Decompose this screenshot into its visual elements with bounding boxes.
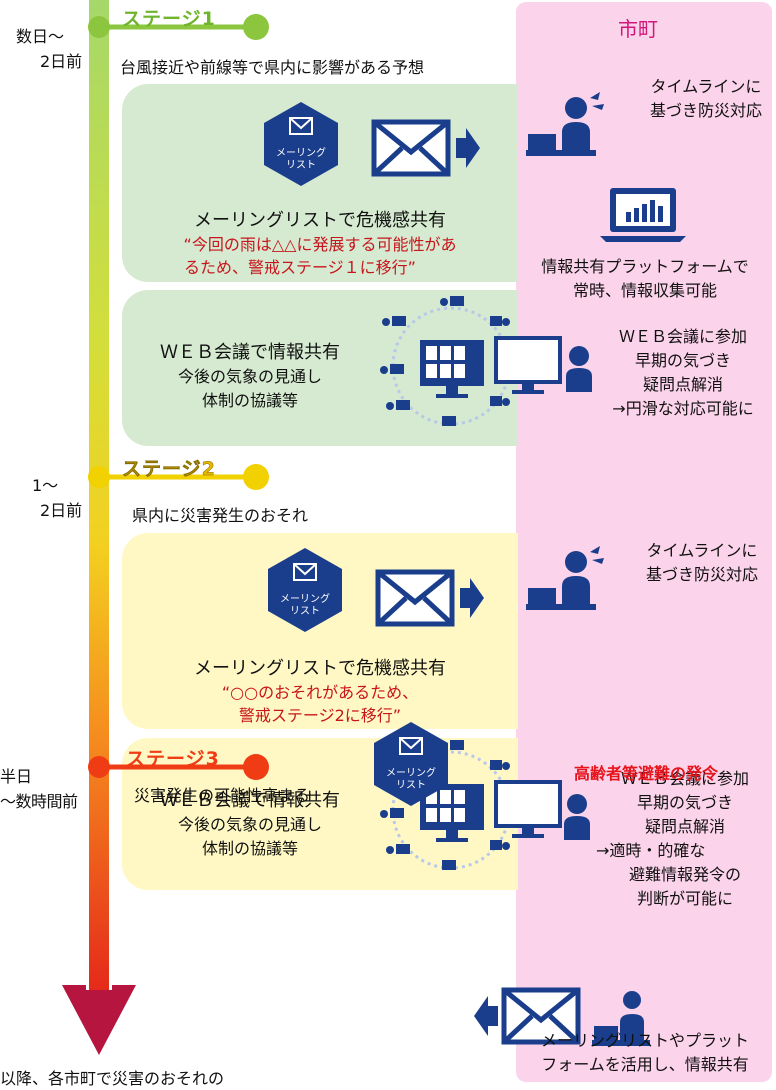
city-web2-line6: 判断が可能に bbox=[636, 889, 733, 908]
hex3-line1: メーリング bbox=[386, 768, 436, 779]
panel2-sub2: 体制の協議等 bbox=[201, 391, 298, 410]
stage1-label: ステージ1 bbox=[122, 8, 216, 30]
person-at-desk-icon-2 bbox=[526, 546, 604, 610]
city-web2-line3: 疑問点解消 bbox=[644, 817, 725, 836]
city-platform-line2: 常時、情報収集可能 bbox=[572, 281, 717, 300]
bottom-note: 以降、各市町で災害のおそれの bbox=[0, 1069, 225, 1088]
stage3-description: 災害発生の可能性高まる bbox=[134, 786, 311, 805]
city-timeline-1a: タイムラインに bbox=[650, 77, 762, 96]
person-at-desk-icon-3 bbox=[592, 991, 650, 1046]
evacuation-order-label: 高齢者等避難の発令 bbox=[573, 764, 718, 783]
envelope-arrow-icon-2 bbox=[375, 569, 484, 627]
panel1-quote-line2: るため、警戒ステージ１に移行” bbox=[184, 258, 416, 277]
panel4-sub1: 今後の気象の見通し bbox=[177, 815, 322, 834]
panel1-title: メーリングリストで危機感共有 bbox=[194, 210, 446, 231]
large-monitor-icon-2 bbox=[494, 780, 562, 838]
city-share-line1: メーリングリストやプラット bbox=[540, 1031, 749, 1050]
mailing-list-hex-2: メーリング リスト bbox=[268, 548, 342, 632]
city-web1-line3: 疑問点解消 bbox=[642, 375, 723, 394]
envelope-arrow-icon-3 bbox=[474, 987, 581, 1045]
panel3-quote-line1: “○○のおそれがあるため、 bbox=[221, 683, 419, 702]
time-label-1a: 数日～ bbox=[16, 27, 65, 46]
stage1-dot-left bbox=[88, 16, 110, 38]
city-web2-line4: →適時・的確な bbox=[596, 841, 706, 860]
city-web1-line2: 早期の気づき bbox=[634, 351, 731, 370]
panel2-sub1: 今後の気象の見通し bbox=[177, 367, 322, 386]
hex2-line1: メーリング bbox=[280, 594, 330, 605]
hex3-line2: リスト bbox=[396, 780, 426, 791]
timeline-arrowhead bbox=[62, 985, 136, 1055]
panel3-quote-line2: 警戒ステージ2に移行” bbox=[238, 706, 402, 725]
stage2-description: 県内に災害発生のおそれ bbox=[132, 506, 309, 525]
stage3-label: ステージ3 bbox=[126, 748, 220, 770]
time-label-2b: 2日前 bbox=[40, 501, 83, 520]
time-label-1b: 2日前 bbox=[40, 52, 83, 71]
time-label-3a: 半日 bbox=[0, 767, 33, 786]
stage1-dot-right bbox=[243, 14, 269, 40]
city-header: 市町 bbox=[618, 17, 658, 41]
person-icon-web2 bbox=[564, 794, 590, 840]
stage3-dot-left bbox=[88, 756, 110, 778]
panel1-quote-line1: “今回の雨は△△に発展する可能性があ bbox=[183, 235, 457, 254]
mailing-list-hex-3: メーリング リスト bbox=[374, 722, 448, 806]
panel2-title: ＷＥＢ会議で情報共有 bbox=[160, 342, 340, 363]
laptop-chart-icon bbox=[600, 188, 686, 242]
envelope-arrow-icon-1 bbox=[371, 119, 480, 177]
city-timeline-2a: タイムラインに bbox=[646, 541, 758, 560]
city-web1-line1: ＷＥＢ会議に参加 bbox=[618, 327, 747, 346]
stage2-dot-left bbox=[88, 466, 110, 488]
panel3-title: メーリングリストで危機感共有 bbox=[194, 658, 446, 679]
hex2-line2: リスト bbox=[290, 606, 320, 617]
hex1-line1: メーリング bbox=[276, 148, 326, 159]
timeline-bar bbox=[89, 0, 109, 990]
city-web2-line2: 早期の気づき bbox=[636, 793, 733, 812]
panel4-sub2: 体制の協議等 bbox=[201, 839, 298, 858]
city-web1-line4: →円滑な対応可能に bbox=[612, 399, 754, 418]
panel4-title: ＷＥＢ会議で情報共有 bbox=[160, 790, 340, 811]
stage1-description: 台風接近や前線等で県内に影響がある予想 bbox=[120, 58, 425, 77]
time-label-2a: 1～ bbox=[32, 476, 59, 495]
city-timeline-1b: 基づき防災対応 bbox=[649, 101, 762, 120]
mailing-list-hex-1: メーリング リスト bbox=[264, 102, 338, 186]
hex1-line2: リスト bbox=[286, 160, 316, 171]
large-monitor-icon-1 bbox=[494, 336, 562, 394]
city-web2-line1: ＷＥＢ会議に参加 bbox=[620, 769, 749, 788]
city-web2-line5: 避難情報発令の bbox=[628, 865, 741, 884]
person-at-desk-icon-1 bbox=[526, 92, 604, 156]
stage2-label: ステージ2 bbox=[122, 458, 216, 481]
stage2-dot-right bbox=[243, 464, 269, 490]
time-label-3b: ～数時間前 bbox=[0, 792, 78, 811]
city-column bbox=[516, 2, 772, 1082]
stage3-dot-right bbox=[243, 754, 269, 780]
person-icon-web1 bbox=[566, 346, 592, 392]
city-share-line2: フォームを活用し、情報共有 bbox=[541, 1055, 749, 1074]
city-timeline-2b: 基づき防災対応 bbox=[645, 565, 758, 584]
city-platform-line1: 情報共有プラットフォームで bbox=[541, 257, 749, 276]
